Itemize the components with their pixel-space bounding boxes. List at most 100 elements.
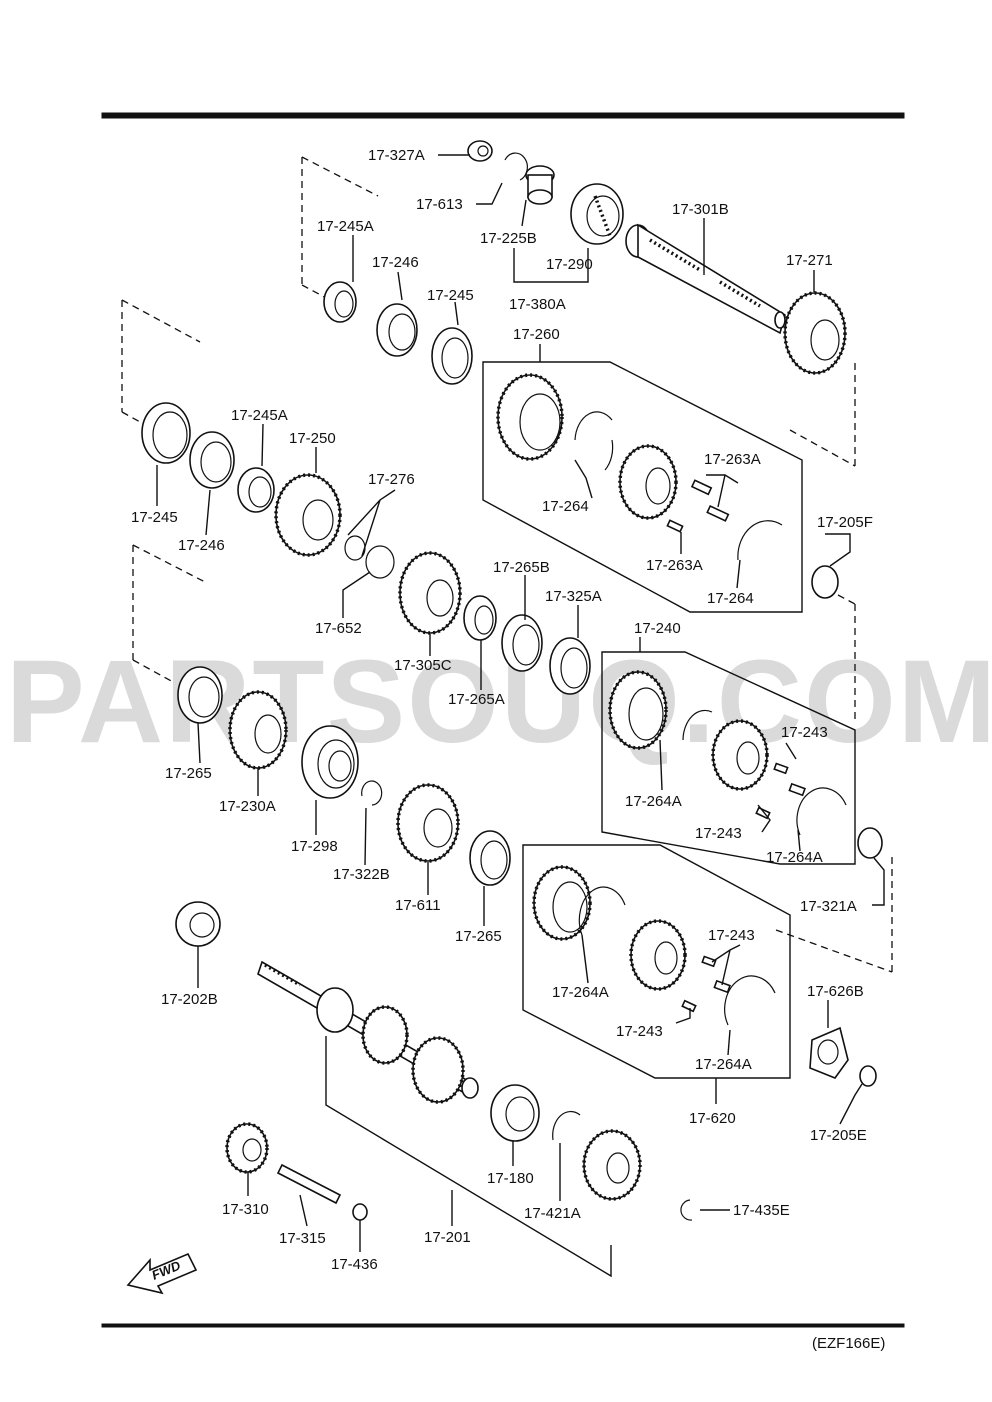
shaft-301b-icon [625,223,786,335]
spring-264-upper-icon [574,411,614,471]
hub-620-icon [629,919,687,991]
ring-246-upper-icon [376,303,418,357]
gear-250-icon [274,473,342,557]
clip-435e-icon [680,1199,693,1221]
ring-245-lower-icon [141,402,191,464]
part-label: 17-315 [279,1230,326,1247]
ring-245-upper-icon [431,327,473,385]
part-label: 17-264 [707,590,754,607]
gear-230a-icon [228,690,288,770]
part-label: 17-322B [333,866,390,883]
spring-264-lower-icon [737,520,783,561]
clip-322b-icon [361,780,383,806]
diagram-code: (EZF166E) [812,1335,885,1352]
ring-245a-upper-icon [323,281,357,323]
plate-626b-icon [809,1026,849,1079]
sleeve-240-icon [608,670,668,750]
gear-421a-icon [582,1129,642,1201]
bearing-290-icon [570,183,624,245]
keys-243-lower-icon [681,955,731,1013]
ring-245a-lower-icon [237,467,275,513]
top-rule [101,112,905,119]
ring-265-mid-icon [177,666,223,724]
spring-264a-lower-icon [578,886,626,936]
part-label: 17-201 [424,1229,471,1246]
part-label: 17-310 [222,1201,269,1218]
forward-arrow-icon: FWD [126,1252,198,1295]
part-label: 17-205E [810,1127,867,1144]
leader-lines [156,154,885,1252]
part-label: 17-243 [616,1023,663,1040]
bearing-202b-icon [175,901,221,947]
bottom-rule [101,1323,905,1328]
part-label: 17-265A [448,691,505,708]
sleeve-620-icon [532,865,592,941]
hub-263a-icon [618,444,678,520]
ring-205e-icon [859,1065,877,1087]
keys-263a-icon [666,479,730,533]
part-label: 17-246 [372,254,419,271]
ring-321a-icon [857,827,883,859]
part-label: 17-243 [781,724,828,741]
ring-265-lower-icon [469,830,511,886]
ring-246-lower-icon [189,431,235,489]
part-label: 17-265 [165,765,212,782]
gear-611-icon [396,783,460,863]
part-label: 17-620 [689,1110,736,1127]
sleeve-225b-icon [525,165,555,205]
part-label: 17-264A [552,984,609,1001]
part-label: 17-276 [368,471,415,488]
part-label: 17-613 [416,196,463,213]
snap-ring-613-icon [504,152,528,181]
part-label: 17-205F [817,514,873,531]
spring-264a-mid-icon [682,709,713,741]
sleeve-260-icon [496,373,564,461]
part-label: 17-325A [545,588,602,605]
part-label: 17-264A [766,849,823,866]
part-label: 17-246 [178,537,225,554]
ring-325a-icon [549,637,591,695]
gear-310-icon [225,1122,269,1174]
part-label: 17-245 [131,509,178,526]
ring-265a-icon [463,595,497,641]
part-label: 17-421A [524,1205,581,1222]
pin-315-icon [276,1163,342,1205]
part-label: 17-243 [695,825,742,842]
ring-265b-icon [501,614,543,672]
part-label: 17-271 [786,252,833,269]
part-label: 17-264A [695,1056,752,1073]
part-label: 17-265B [493,559,550,576]
part-label: 17-436 [331,1256,378,1273]
part-label: 17-626B [807,983,864,1000]
part-label: 17-264A [625,793,682,810]
part-label: 17-260 [513,326,560,343]
part-label: 17-321A [800,898,857,915]
part-label: 17-264 [542,498,589,515]
part-label: 17-243 [708,927,755,944]
part-label: 17-611 [395,897,441,914]
part-label: 17-263A [646,557,703,574]
part-label: 17-298 [291,838,338,855]
part-label: 17-263A [704,451,761,468]
spring-264a-mid2-icon [796,787,847,836]
part-label: 17-202B [161,991,218,1008]
part-label: 17-245A [231,407,288,424]
spring-264a-lower2-icon [724,975,776,1026]
part-label: 17-301B [672,201,729,218]
watermark: PARTSOUQ.COM [6,636,992,768]
ring-436-icon [352,1203,368,1221]
washer-327a-icon [467,140,493,162]
shaft-201-icon [257,960,479,1104]
gear-305c-icon [398,551,462,635]
bearing-180-icon [490,1084,540,1142]
part-label: 17-305C [394,657,452,674]
part-label: 17-290 [546,256,593,273]
part-labels: 17-327A 17-613 17-225B 17-290 17-380A 17… [131,147,873,1273]
gear-271-icon [783,291,847,375]
part-label: 17-327A [368,147,425,164]
part-label: 17-250 [289,430,336,447]
part-label: 17-225B [480,230,537,247]
dashed-guides [121,156,893,973]
ring-205f-icon [811,565,839,599]
